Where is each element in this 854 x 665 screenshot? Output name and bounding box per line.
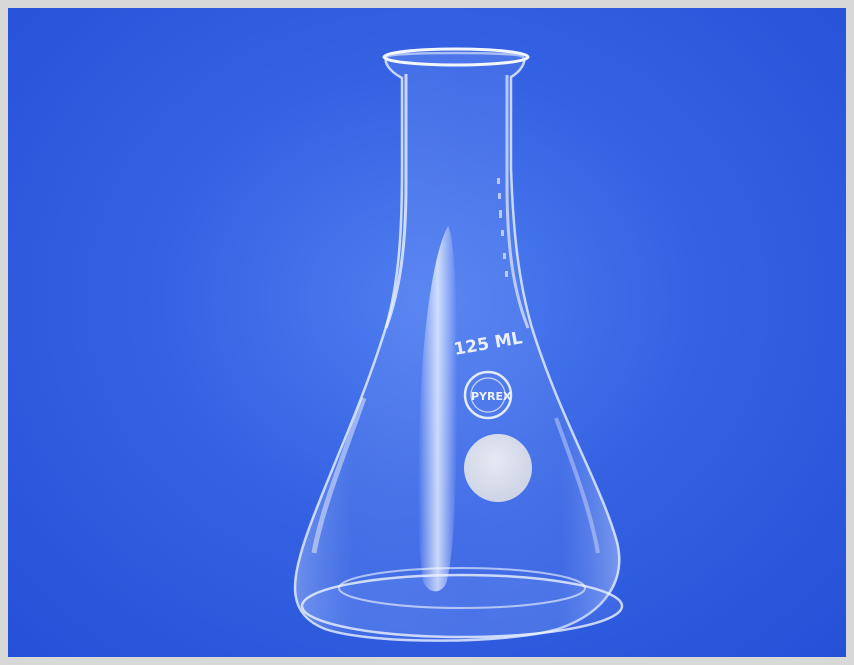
label-circle xyxy=(464,434,532,502)
neck-markings xyxy=(497,178,508,277)
pyrex-logo: PYREX xyxy=(463,370,513,420)
base-inner-highlight xyxy=(338,567,586,609)
left-reflection xyxy=(311,397,367,554)
neck-left-edge xyxy=(384,74,408,329)
neck-right-edge xyxy=(505,75,530,329)
flask-rim xyxy=(382,47,530,67)
right-reflection xyxy=(554,417,600,554)
brand-logo-text: PYREX xyxy=(471,390,512,403)
photo: 125 ML PYREX xyxy=(8,8,846,657)
inner-reflection xyxy=(418,226,458,592)
flask-photo-svg: 125 ML PYREX xyxy=(293,47,624,642)
flask-base xyxy=(300,573,624,639)
